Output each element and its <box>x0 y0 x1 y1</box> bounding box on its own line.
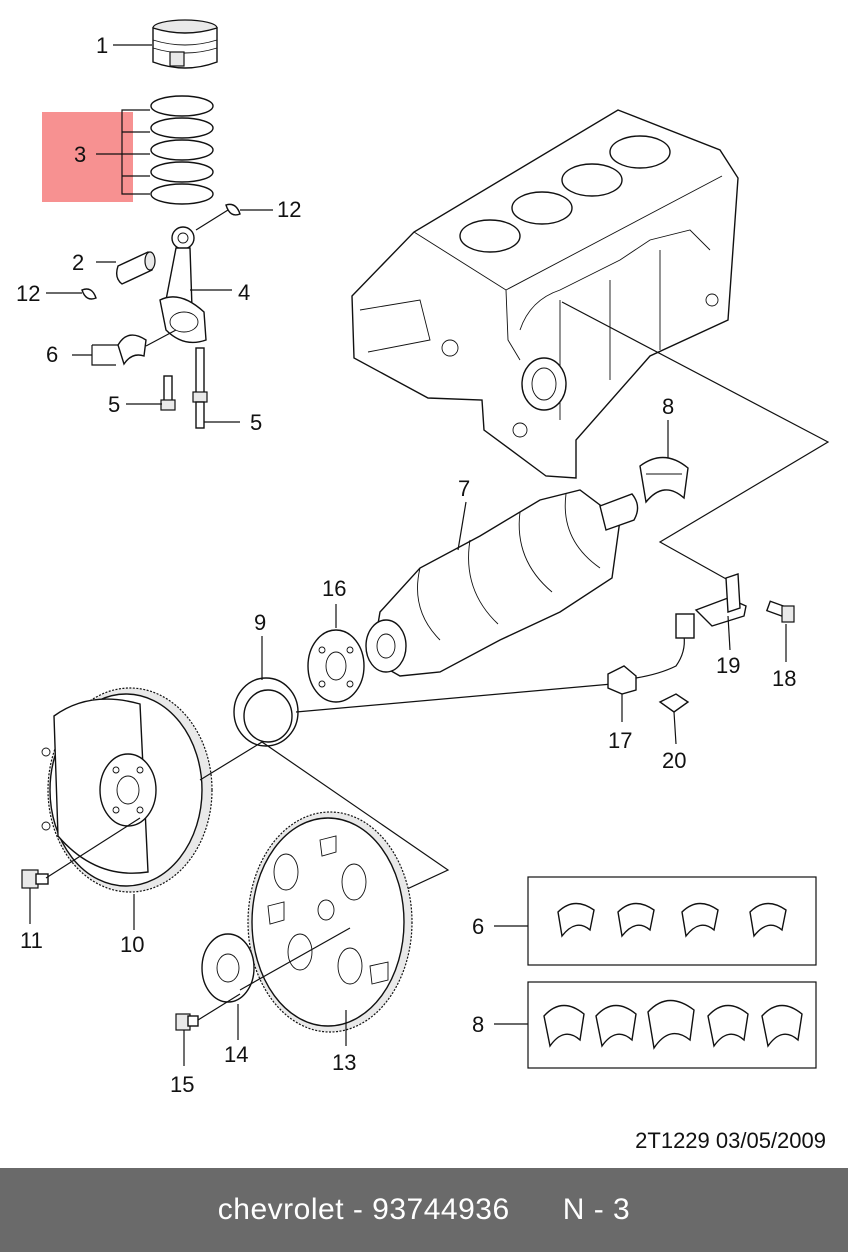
callout-15: 15 <box>170 1072 194 1097</box>
callout-2: 2 <box>72 250 84 275</box>
rod-bearing-set-box <box>527 876 817 966</box>
callout-14: 14 <box>224 1042 248 1067</box>
piston-rings <box>150 95 214 205</box>
callout-6-set: 6 <box>472 914 484 939</box>
callout-10: 10 <box>120 932 144 957</box>
engine-block <box>351 109 739 479</box>
flywheel <box>41 687 213 893</box>
rod-bolts <box>160 347 208 429</box>
callout-12-left: 12 <box>16 281 40 306</box>
callout-6-rod: 6 <box>46 342 58 367</box>
flywheel-bolt <box>21 869 49 889</box>
callout-8-top: 8 <box>662 394 674 419</box>
callout-19: 19 <box>716 653 740 678</box>
connecting-rod <box>159 226 207 344</box>
exploded-parts-diagram: 1 3 12 2 12 4 6 5 5 8 7 16 9 19 18 17 20… <box>16 19 830 1097</box>
callout-20: 20 <box>662 748 686 773</box>
sensor-bolt <box>765 600 795 623</box>
callout-18: 18 <box>772 666 796 691</box>
callout-12-top: 12 <box>277 197 301 222</box>
flexplate-bolt <box>175 1013 199 1031</box>
piston-pin <box>115 251 156 285</box>
main-bearing <box>639 456 689 504</box>
sensor-bracket <box>694 573 747 627</box>
rear-seal <box>233 677 299 747</box>
footer-bar: chevrolet - 93744936 N - 3 <box>0 1168 848 1252</box>
callout-13: 13 <box>332 1050 356 1075</box>
callout-1: 1 <box>96 33 108 58</box>
flexplate-spacer <box>201 933 255 1003</box>
highlight-box <box>42 112 133 202</box>
footer-part-number: chevrolet - 93744936 <box>217 1193 510 1226</box>
rod-bearing <box>117 334 147 366</box>
callout-7: 7 <box>458 476 470 501</box>
callout-17: 17 <box>608 728 632 753</box>
main-bearing-set <box>543 999 803 1050</box>
flexplate <box>247 811 413 1033</box>
reluctor-ring <box>307 629 365 703</box>
piston <box>152 19 218 69</box>
rod-bearing-set <box>557 902 787 938</box>
callout-16: 16 <box>322 576 346 601</box>
sensor-shim <box>658 693 690 713</box>
crank-position-sensor <box>607 613 695 695</box>
callout-5-right: 5 <box>250 410 262 435</box>
callout-8-set: 8 <box>472 1012 484 1037</box>
diagram-reference-code: 2T1229 03/05/2009 <box>635 1128 826 1153</box>
footer-page-label: N - 3 <box>562 1193 631 1226</box>
main-bearing-set-box <box>527 981 817 1069</box>
callout-3: 3 <box>74 142 86 167</box>
footer-spacer <box>510 1193 563 1227</box>
callout-5-left: 5 <box>108 392 120 417</box>
callout-11: 11 <box>20 928 43 953</box>
callout-9: 9 <box>254 610 266 635</box>
crankshaft <box>365 489 639 677</box>
callout-4: 4 <box>238 280 250 305</box>
